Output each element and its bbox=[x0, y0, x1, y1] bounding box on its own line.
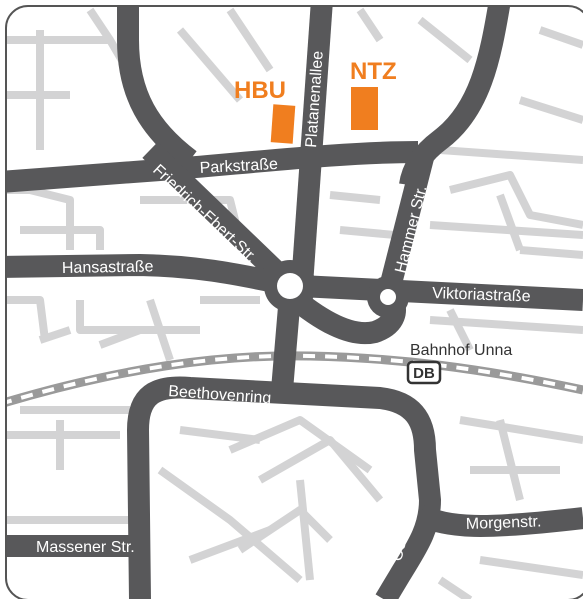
road-left-vertical bbox=[117, 6, 197, 169]
road-friedrich-ebert bbox=[142, 142, 293, 288]
db-logo-text: DB bbox=[413, 365, 435, 382]
label-viktoriastrasse: Viktoriastraße bbox=[432, 285, 531, 305]
minor-streets bbox=[6, 7, 583, 599]
road-beethovenring bbox=[127, 376, 441, 599]
roundabouts bbox=[264, 260, 409, 318]
station-name: Bahnhof Unna bbox=[410, 342, 512, 359]
label-morgenstr: Morgenstr. bbox=[466, 513, 542, 533]
db-logo bbox=[406, 360, 442, 385]
label-hansastrasse: Hansastraße bbox=[62, 258, 154, 277]
map-frame bbox=[5, 5, 583, 599]
hbu-building bbox=[270, 104, 296, 144]
buildings: HBU NTZ bbox=[234, 58, 397, 144]
label-parkstrasse: Parkstraße bbox=[199, 156, 278, 177]
road-viktoriastrasse bbox=[299, 275, 583, 311]
road-morgenstr bbox=[415, 504, 583, 537]
ntz-label: NTZ bbox=[350, 58, 397, 85]
ntz-building bbox=[351, 87, 378, 130]
station-marker: Bahnhof Unna DB bbox=[406, 342, 512, 385]
label-platanenallee: Platanenallee bbox=[303, 50, 327, 148]
road-hammer bbox=[377, 147, 436, 298]
hbu-label: HBU bbox=[234, 77, 286, 104]
label-massener: Massener Str. bbox=[36, 539, 135, 556]
road-platanenallee bbox=[291, 6, 333, 286]
railway-line bbox=[6, 351, 583, 409]
